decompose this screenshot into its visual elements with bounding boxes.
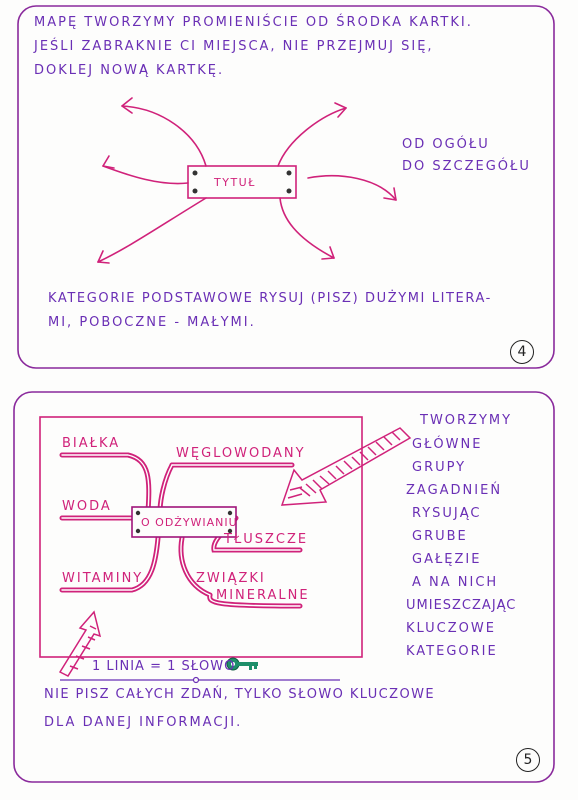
right-note-line-3: GRUPY [412, 460, 467, 475]
mindmap-frame [39, 416, 363, 658]
title-box-label: TYTUŁ [214, 176, 256, 189]
branch-bialka: BIAŁKA [62, 436, 121, 451]
branch-zwiazki: ZWIĄZKI [196, 571, 266, 586]
right-note-line-9: UMIESZCZAJĄC [406, 598, 517, 613]
right-note-line-6: GRUBE [412, 529, 468, 544]
right-note-line-11: KATEGORIE [406, 644, 498, 659]
panel-2-frame [13, 391, 555, 783]
instruction-line-1: MAPĘ TWORZYMY PROMIENIŚCIE OD ŚRODKA KAR… [34, 15, 473, 30]
title-box [187, 165, 297, 199]
center-label: O ODŻYWIANIU [141, 516, 238, 529]
bottom-line-1: NIE PISZ CAŁYCH ZDAŃ, TYLKO SŁOWO KLUCZO… [44, 687, 435, 702]
right-note-line-2: GŁÓWNE [412, 437, 483, 452]
side-note-line-2: DO SZCZEGÓŁU [402, 159, 531, 174]
big-arrow [280, 427, 412, 506]
right-note-line-8: A NA NICH [412, 575, 499, 590]
small-arrow [58, 610, 102, 677]
radiating-arrows [97, 97, 397, 264]
page-number-5: 5 [516, 748, 540, 772]
instruction-line-3: DOKLEJ NOWĄ KARTKĘ. [34, 63, 225, 78]
right-note-line-7: GAŁĘZIE [412, 552, 482, 567]
panel-1-frame [17, 5, 555, 369]
right-note-line-4: ZAGADNIEŃ [406, 483, 503, 498]
right-note-line-1: TWORZYMY [420, 413, 513, 428]
instruction-line-2: JEŚLI ZABRAKNIE CI MIEJSCA, NIE PRZEJMUJ… [34, 39, 434, 54]
bottom-line-2: DLA DANEJ INFORMACJI. [44, 715, 243, 730]
category-line-1: KATEGORIE PODSTAWOWE RYSUJ (PISZ) DUŻYMI… [48, 291, 492, 306]
side-note-line-1: OD OGÓŁU [402, 137, 490, 152]
right-note-line-10: KLUCZOWE [406, 621, 496, 636]
rule-text: 1 LINIA = 1 SŁOWO [92, 659, 236, 674]
right-note-line-5: RYSUJĄC [412, 506, 482, 521]
category-line-2: MI, POBOCZNE - MAŁYMI. [48, 315, 256, 330]
branch-weglowodany: WĘGLOWODANY [176, 446, 306, 461]
branch-tluszcze: TŁUSZCZE [224, 532, 309, 547]
page-number-4: 4 [510, 340, 534, 364]
center-box [131, 506, 237, 538]
key-icon [226, 657, 258, 671]
branch-woda: WODA [62, 499, 112, 514]
branch-witaminy: WITAMINY [62, 571, 144, 586]
branch-mineralne: MINERALNE [216, 588, 310, 603]
